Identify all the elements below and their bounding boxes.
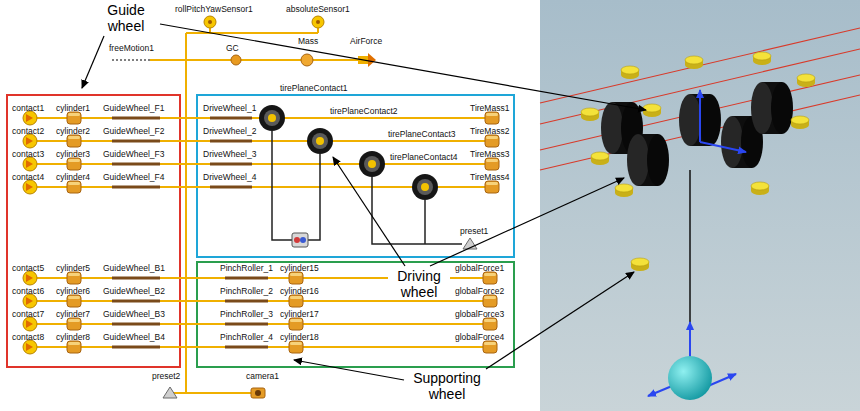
component-name: contact4: [12, 172, 44, 182]
component-name: TireMass4: [470, 172, 509, 182]
component-name: GuideWheel_F3: [103, 149, 164, 159]
component-name: contact1: [12, 103, 44, 113]
component-name: globalForce2: [455, 286, 504, 296]
drive-shaft: [272, 131, 462, 244]
component-name: cylinder4: [56, 172, 90, 182]
connection-wire: [30, 28, 492, 393]
component-name: GuideWheel_B1: [103, 263, 165, 273]
component-name: DriveWheel_3: [203, 149, 256, 159]
component-name: Mass: [298, 36, 318, 46]
callout-text: Supporting wheel: [405, 370, 489, 402]
component-name: tirePlaneContact3: [388, 129, 456, 139]
component-name: tirePlaneContact2: [330, 106, 398, 116]
free-motion-symbol: [112, 59, 150, 61]
axis-arrow: [648, 90, 746, 396]
guide-wheel-3d: [581, 52, 815, 271]
component-name: globalForce4: [455, 332, 504, 342]
guide-rail: [540, 28, 860, 170]
drive-wheel-3d: [601, 82, 793, 186]
gc-icon: [231, 55, 241, 65]
component-name: GuideWheel_B3: [103, 309, 165, 319]
component-name: DriveWheel_2: [203, 126, 256, 136]
render-background: [540, 0, 860, 411]
component-name: PinchRoller_3: [220, 309, 273, 319]
cylinder-icon: [67, 112, 499, 353]
component-name: contact5: [12, 263, 44, 273]
differential-icon: [292, 233, 308, 247]
component-name: contact8: [12, 332, 44, 342]
component-name: GuideWheel_B4: [103, 332, 165, 342]
drive-wheel-group: [197, 95, 514, 257]
component-name: GuideWheel_F4: [103, 172, 164, 182]
callout-text: Guide wheel: [97, 2, 155, 34]
component-name: DriveWheel_1: [203, 103, 256, 113]
component-name: tirePlaneContact4: [390, 152, 458, 162]
component-name: preset2: [152, 371, 180, 381]
component-name: cylinder15: [280, 263, 319, 273]
component-name: contact3: [12, 149, 44, 159]
component-name: tirePlaneContact1: [280, 83, 348, 93]
mass-icon: [301, 54, 313, 66]
sensor-icon: [204, 16, 324, 28]
guide-wheel-group: [7, 95, 180, 367]
component-name: PinchRoller_2: [220, 286, 273, 296]
component-name: TireMass1: [470, 103, 509, 113]
component-name: camera1: [246, 371, 279, 381]
component-name: cylinder1: [56, 103, 90, 113]
component-name: contact6: [12, 286, 44, 296]
component-name: TireMass2: [470, 126, 509, 136]
component-name: cylinder16: [280, 286, 319, 296]
component-name: rollPitchYawSensor1: [175, 4, 253, 14]
component-name: cylinder18: [280, 332, 319, 342]
component-name: globalForce1: [455, 263, 504, 273]
component-name: GuideWheel_F1: [103, 103, 164, 113]
camera-icon: [251, 388, 265, 398]
component-name: absoluteSensor1: [286, 4, 350, 14]
component-name: contact7: [12, 309, 44, 319]
component-name: contact2: [12, 126, 44, 136]
component-name: AirForce: [350, 36, 382, 46]
component-name: freeMotion1: [109, 43, 154, 53]
component-name: GC: [226, 43, 239, 53]
component-name: DriveWheel_4: [203, 172, 256, 182]
component-name: cylinder6: [56, 286, 90, 296]
component-name: cylinder17: [280, 309, 319, 319]
leader-line: [82, 24, 646, 380]
component-name: cylinder5: [56, 263, 90, 273]
component-name: PinchRoller_1: [220, 263, 273, 273]
component-name: PinchRoller_4: [220, 332, 273, 342]
component-name: cylinder7: [56, 309, 90, 319]
component-name: cylinder8: [56, 332, 90, 342]
component-name: cylinder3: [56, 149, 90, 159]
component-name: preset1: [460, 226, 488, 236]
mass-sphere: [668, 356, 712, 400]
component-name: globalForce3: [455, 309, 504, 319]
component-name: GuideWheel_F2: [103, 126, 164, 136]
callout-text: Driving wheel: [388, 268, 450, 300]
component-name: cylinder2: [56, 126, 90, 136]
hanger-line: [689, 170, 691, 357]
component-name: GuideWheel_B2: [103, 286, 165, 296]
component-name: TireMass3: [470, 149, 509, 159]
